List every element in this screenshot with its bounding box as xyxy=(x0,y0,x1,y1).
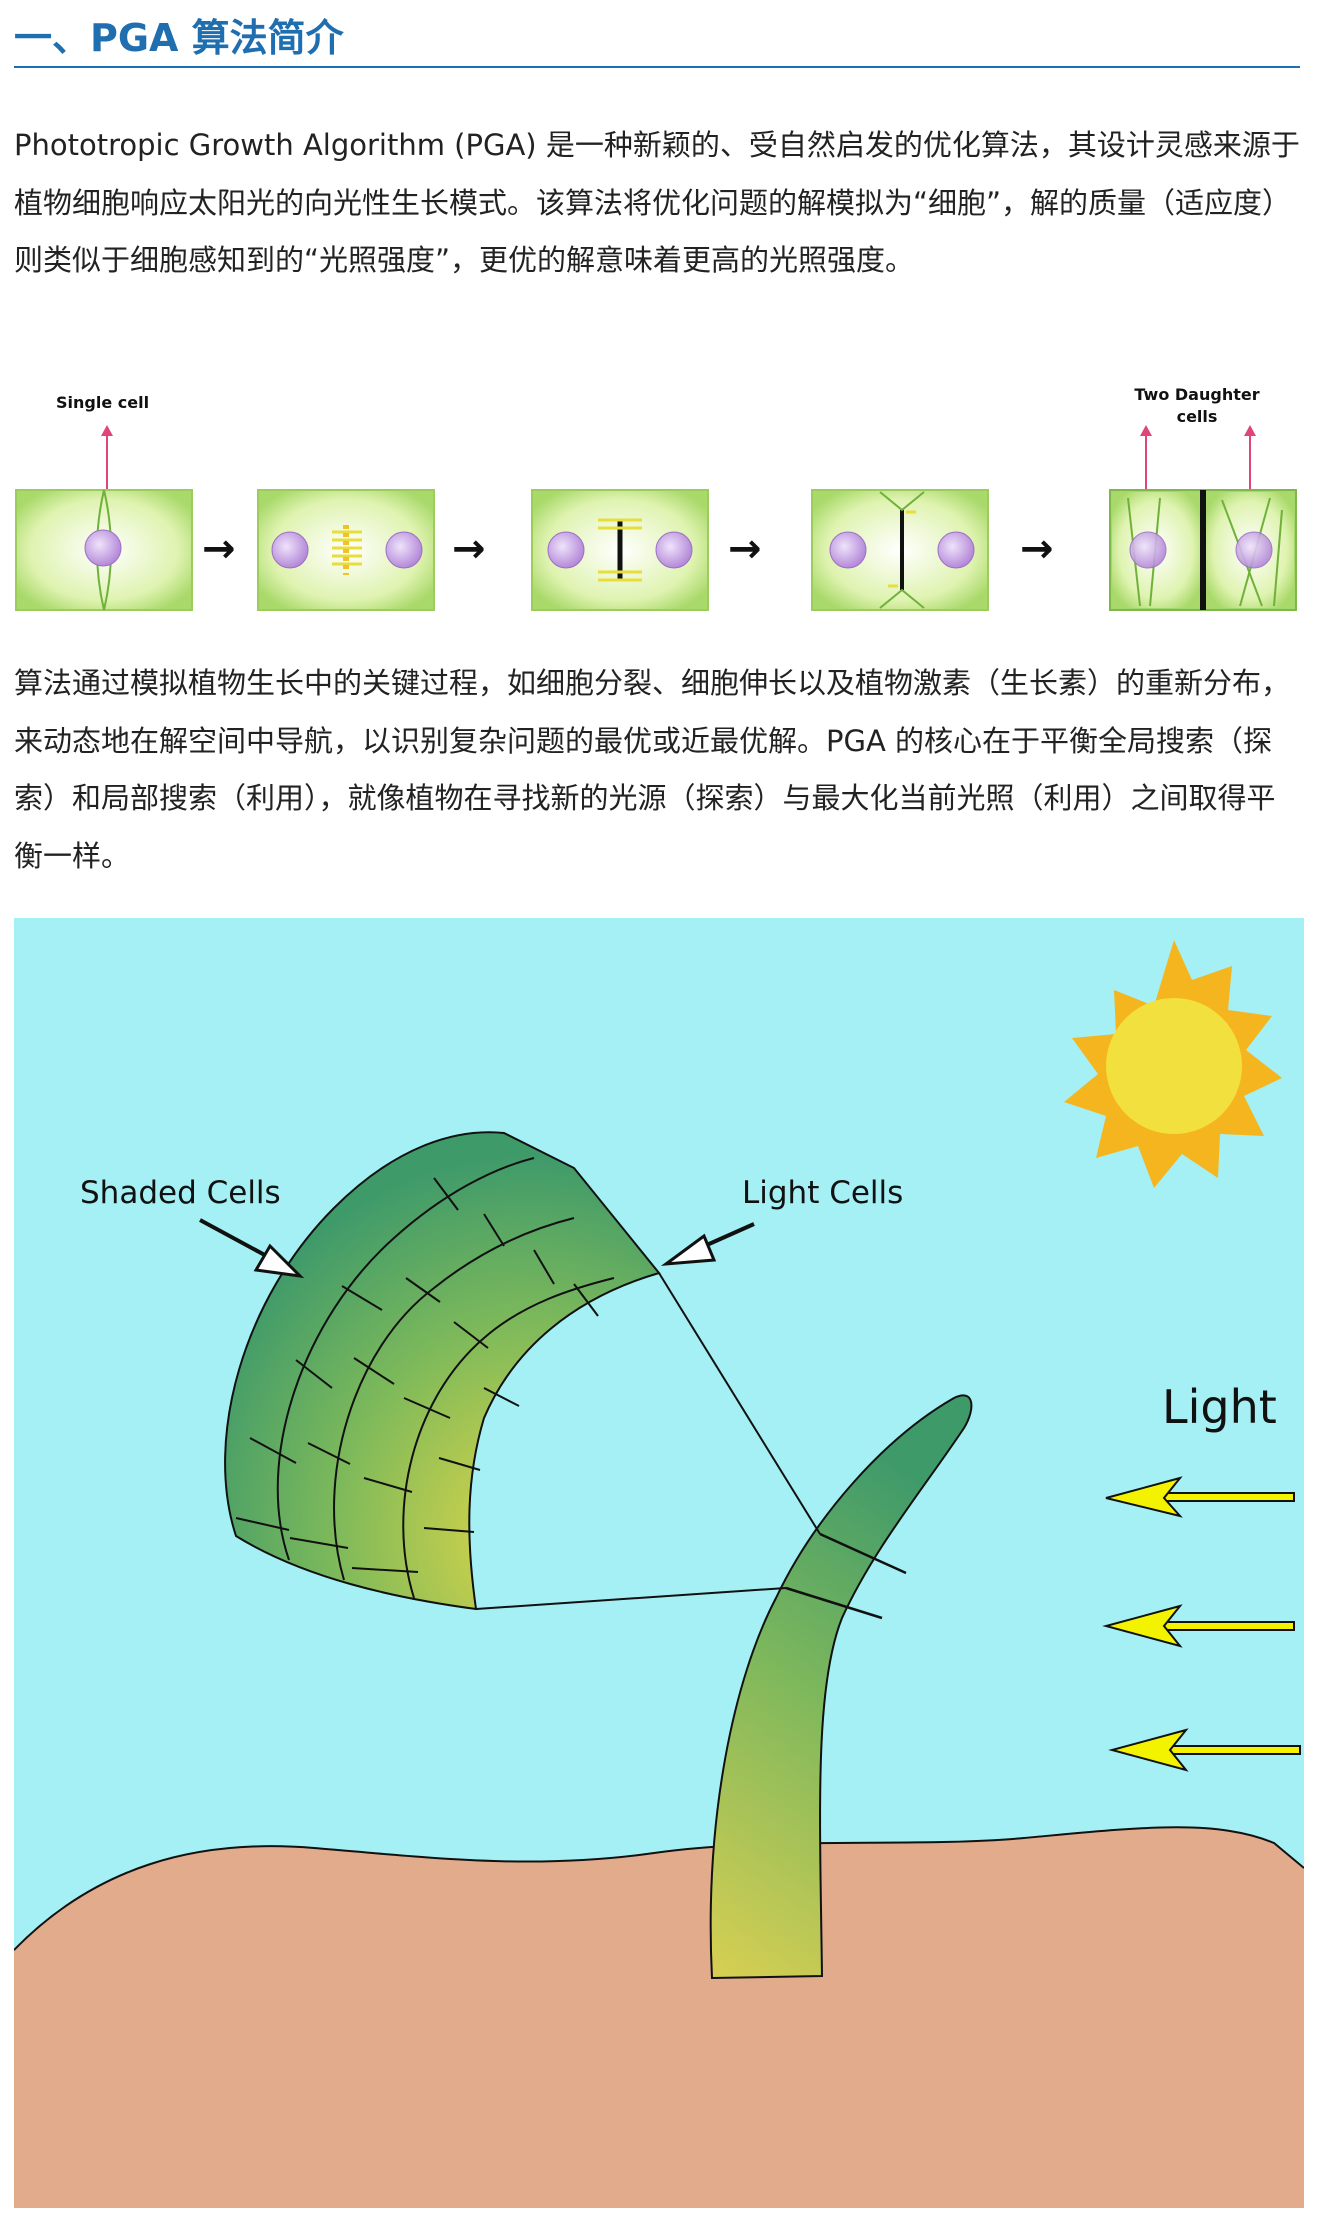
light-arrows xyxy=(1102,1476,1301,1772)
light-arrow-3 xyxy=(1108,1728,1301,1772)
cell-stage-5 xyxy=(1109,489,1297,611)
section-header: 一、PGA 算法简介 xyxy=(14,10,1300,68)
stage-arrow-3: → xyxy=(728,526,762,572)
light-arrow-2 xyxy=(1102,1604,1295,1648)
daughter-pointer-right-head xyxy=(1244,425,1256,436)
cell-stage-3 xyxy=(531,489,709,611)
soil-outline xyxy=(13,1826,1305,1951)
single-cell-pointer-head xyxy=(101,425,113,436)
light-cells-label: Light Cells xyxy=(742,1175,903,1211)
plant-stem xyxy=(709,1394,973,1980)
zoom-line-top xyxy=(658,1272,821,1535)
daughter-cells-label-2: cells xyxy=(1177,407,1218,426)
daughter-pointer-left-head xyxy=(1140,425,1152,436)
stage-arrow-2: → xyxy=(452,526,486,572)
soil-ground xyxy=(14,1827,1304,2208)
section-title: 一、PGA 算法简介 xyxy=(14,16,344,60)
cell-division-figure: Single cell Two Daughter cells → xyxy=(0,370,1318,620)
cell-division-diagram: Single cell Two Daughter cells → xyxy=(15,385,1297,611)
shaded-cells-label: Shaded Cells xyxy=(80,1175,281,1211)
stage-arrow-4: → xyxy=(1020,526,1054,572)
light-arrow-1 xyxy=(1105,1476,1295,1518)
phototropism-diagram: Shaded Cells Light Cells Light xyxy=(13,918,1305,2208)
single-cell-label: Single cell xyxy=(56,393,149,412)
light-label: Light xyxy=(1162,1380,1277,1434)
sun-icon xyxy=(1064,940,1282,1188)
zoomed-cells xyxy=(224,1131,661,1611)
shaded-cells-pointer xyxy=(199,1218,305,1279)
phototropism-figure: Shaded Cells Light Cells Light xyxy=(13,918,1305,2208)
intro-paragraph: Phototropic Growth Algorithm (PGA) 是一种新颖… xyxy=(14,128,1300,277)
cell-stage-2 xyxy=(257,489,435,611)
mechanism-paragraph: 算法通过模拟植物生长中的关键过程，如细胞分裂、细胞伸长以及植物激素（生长素）的重… xyxy=(14,666,1291,873)
stage-arrow-1: → xyxy=(202,526,236,572)
light-cells-pointer xyxy=(660,1222,755,1266)
cell-stage-1 xyxy=(15,489,193,611)
zoom-line-bottom xyxy=(475,1587,787,1610)
cell-stage-4 xyxy=(811,489,989,611)
daughter-cells-label-1: Two Daughter xyxy=(1134,385,1259,404)
